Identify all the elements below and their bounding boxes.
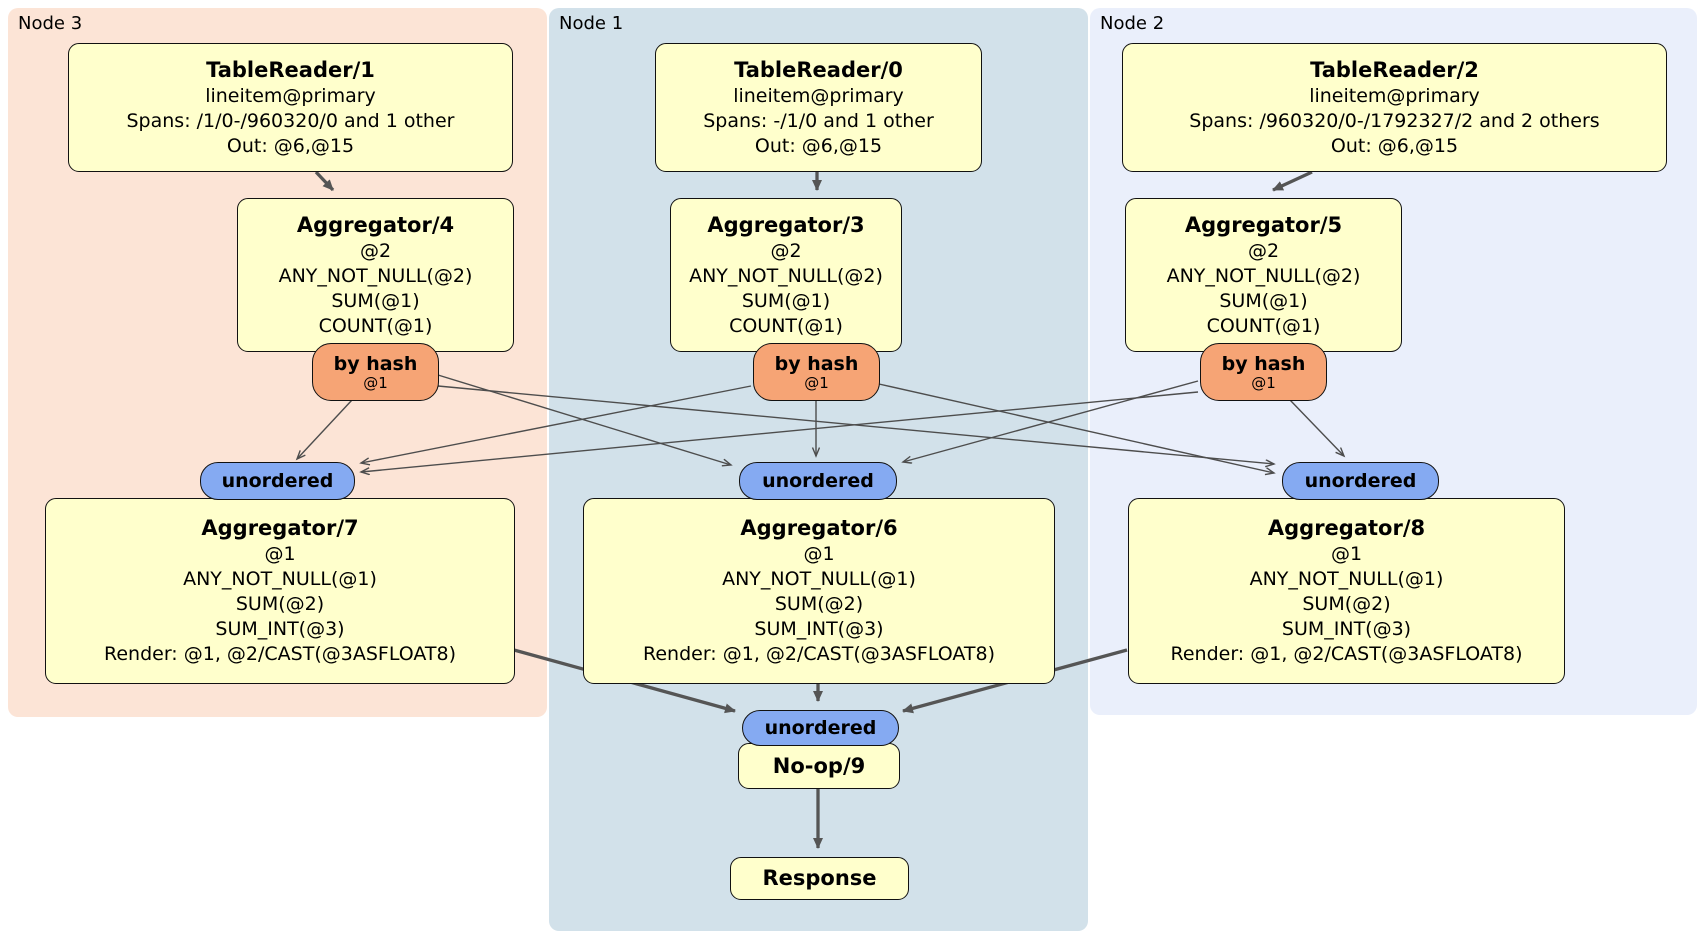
unordered-sync-final: unordered [742, 710, 899, 746]
unordered-sync-node2: unordered [1282, 462, 1439, 500]
processor-line: @2 [770, 239, 802, 262]
router-label: by hash [333, 352, 418, 375]
router-key: @1 [363, 373, 388, 392]
processor-line: ANY_NOT_NULL(@1) [1249, 568, 1444, 590]
unordered-sync-node1: unordered [739, 462, 897, 500]
processor-line: ANY_NOT_NULL(@1) [183, 568, 377, 590]
processor-title: No-op/9 [772, 753, 866, 778]
processor-tablereader-2: TableReader/2 lineitem@primary Spans: /9… [1122, 43, 1667, 172]
processor-line: SUM(@1) [331, 289, 420, 312]
processor-title: Aggregator/8 [1267, 516, 1426, 540]
processor-line: SUM(@1) [741, 289, 831, 312]
processor-line: Render: @1, @2/CAST(@3ASFLOAT8) [104, 643, 456, 665]
processor-aggregator-4: Aggregator/4 @2 ANY_NOT_NULL(@2) SUM(@1)… [237, 198, 514, 352]
processor-line: ANY_NOT_NULL(@2) [689, 264, 883, 287]
hash-router-node3: by hash @1 [312, 343, 439, 401]
processor-line: SUM(@2) [235, 593, 325, 615]
hash-router-node2: by hash @1 [1200, 343, 1327, 401]
processor-line: @1 [803, 543, 835, 565]
router-label: by hash [1221, 352, 1306, 375]
processor-line: lineitem@primary [1309, 84, 1480, 107]
processor-title: TableReader/1 [206, 57, 375, 82]
unordered-sync-node3: unordered [200, 462, 355, 500]
processor-tablereader-0: TableReader/0 lineitem@primary Spans: -/… [655, 43, 982, 172]
edge-bh2-u1 [903, 380, 1199, 462]
edge-bh1-u2 [878, 383, 1274, 473]
processor-line: @1 [264, 543, 296, 565]
processor-line: ANY_NOT_NULL(@2) [1166, 264, 1361, 287]
edge-bh2-u3 [361, 391, 1199, 472]
processor-title: Aggregator/7 [201, 516, 359, 540]
processor-aggregator-7: Aggregator/7 @1 ANY_NOT_NULL(@1) SUM(@2)… [45, 498, 515, 684]
processor-aggregator-5: Aggregator/5 @2 ANY_NOT_NULL(@2) SUM(@1)… [1125, 198, 1402, 352]
processor-aggregator-3: Aggregator/3 @2 ANY_NOT_NULL(@2) SUM(@1)… [670, 198, 902, 352]
processor-line: SUM_INT(@3) [215, 618, 345, 640]
router-edges [297, 374, 1344, 473]
processor-title: Aggregator/3 [707, 212, 865, 237]
processor-line: Spans: /960320/0-/1792327/2 and 2 others [1189, 109, 1600, 132]
router-key: @1 [1251, 373, 1276, 392]
processor-line: SUM(@1) [1219, 289, 1308, 312]
edge-bh3-u1 [437, 374, 731, 465]
processor-line: @2 [1247, 239, 1280, 262]
router-key: @1 [804, 373, 829, 392]
processor-line: @2 [359, 239, 392, 262]
edge-bh2-u2 [1289, 399, 1344, 456]
edge-tr1-agg4 [314, 170, 335, 192]
region-label: Node 2 [1100, 13, 1165, 34]
processor-line: Render: @1, @2/CAST(@3ASFLOAT8) [643, 643, 995, 665]
processor-noop-9: No-op/9 [738, 743, 900, 789]
processor-tablereader-1: TableReader/1 lineitem@primary Spans: /1… [68, 43, 513, 172]
processor-line: Out: @6,@15 [1330, 134, 1459, 157]
processor-title: TableReader/2 [1310, 57, 1479, 82]
processor-line: lineitem@primary [205, 84, 376, 107]
edge-bh1-u3 [361, 385, 752, 463]
processor-line: COUNT(@1) [1206, 314, 1321, 337]
processor-line: lineitem@primary [733, 84, 904, 107]
processor-title: Response [762, 866, 877, 890]
processor-line: Spans: -/1/0 and 1 other [703, 109, 934, 132]
region-label: Node 3 [18, 13, 83, 34]
processor-aggregator-6: Aggregator/6 @1 ANY_NOT_NULL(@1) SUM(@2)… [583, 498, 1055, 684]
processor-line: SUM(@2) [1302, 593, 1391, 615]
response-node: Response [730, 857, 909, 900]
hash-router-node1: by hash @1 [753, 343, 880, 401]
processor-line: ANY_NOT_NULL(@1) [722, 568, 916, 590]
processor-line: COUNT(@1) [729, 314, 843, 337]
processor-line: SUM(@2) [774, 593, 864, 615]
edge-tr2-agg5 [1272, 170, 1313, 192]
processor-line: @1 [1330, 543, 1363, 565]
processor-line: Render: @1, @2/CAST(@3ASFLOAT8) [1170, 643, 1523, 665]
router-label: by hash [774, 352, 859, 375]
processor-line: SUM_INT(@3) [754, 618, 884, 640]
edge-bh3-u3 [297, 399, 353, 459]
processor-line: SUM_INT(@3) [1281, 618, 1412, 640]
processor-line: COUNT(@1) [318, 314, 433, 337]
processor-aggregator-8: Aggregator/8 @1 ANY_NOT_NULL(@1) SUM(@2)… [1128, 498, 1565, 684]
processor-line: Out: @6,@15 [226, 134, 355, 157]
processor-line: Spans: /1/0-/960320/0 and 1 other [126, 109, 455, 132]
region-label: Node 1 [559, 13, 624, 34]
processor-title: Aggregator/6 [740, 516, 898, 540]
processor-line: ANY_NOT_NULL(@2) [278, 264, 473, 287]
processor-line: Out: @6,@15 [754, 134, 883, 157]
processor-title: TableReader/0 [734, 57, 903, 82]
processor-title: Aggregator/5 [1184, 212, 1343, 237]
processor-title: Aggregator/4 [296, 212, 455, 237]
